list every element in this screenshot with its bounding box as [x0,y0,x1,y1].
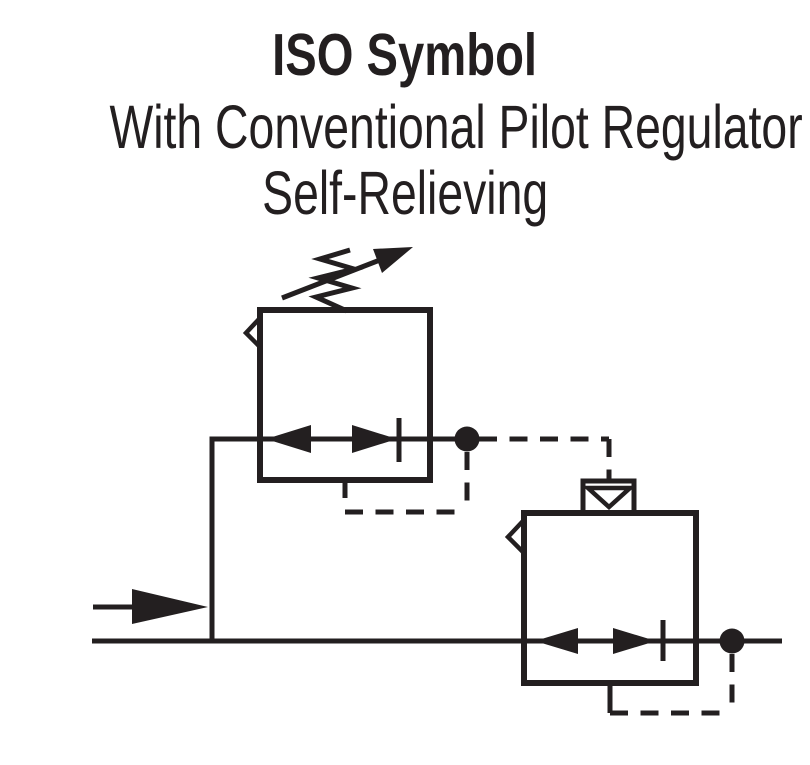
spring-adjust-arrowhead [373,247,413,273]
main-reg-vent-chevron [504,519,525,554]
junction-dot-pilot [454,426,480,452]
pilot-actuator-triangle [582,485,636,511]
main-reg-left-arrowhead [535,628,578,654]
inlet-flow-arrowhead [132,589,208,624]
pilot-regulator-body [257,307,433,483]
main-regulator-body [521,510,699,686]
figure-title: ISO Symbol [0,26,810,85]
figure-title-text: ISO Symbol [272,22,538,88]
inlet-riser-line [209,436,455,641]
adjustable-spring [308,247,364,314]
pilot-reg-left-arrowhead [266,425,311,453]
figure-subtitle-2-text: Self-Relieving [261,159,549,227]
junction-dot-main [719,628,745,654]
pilot-reg-vent-chevron [242,316,262,349]
figure-subtitle-text: With Conventional Pilot Regulator [109,93,803,161]
figure-subtitle: With Conventional Pilot Regulator [0,97,810,158]
pilot-reg-right-arrowhead [352,425,397,453]
figure-subtitle-2: Self-Relieving [0,163,810,224]
main-reg-right-arrowhead [613,628,656,654]
